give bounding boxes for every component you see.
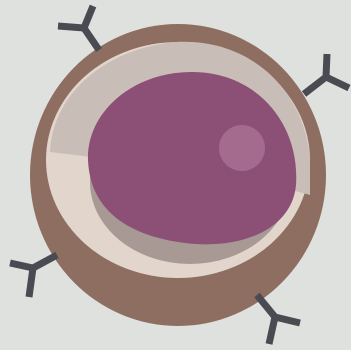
receptor-left bbox=[10, 255, 57, 297]
nucleolus bbox=[219, 125, 265, 171]
receptor-bottom-right bbox=[257, 295, 300, 344]
receptor-top bbox=[58, 6, 99, 50]
receptor-right bbox=[304, 54, 349, 94]
